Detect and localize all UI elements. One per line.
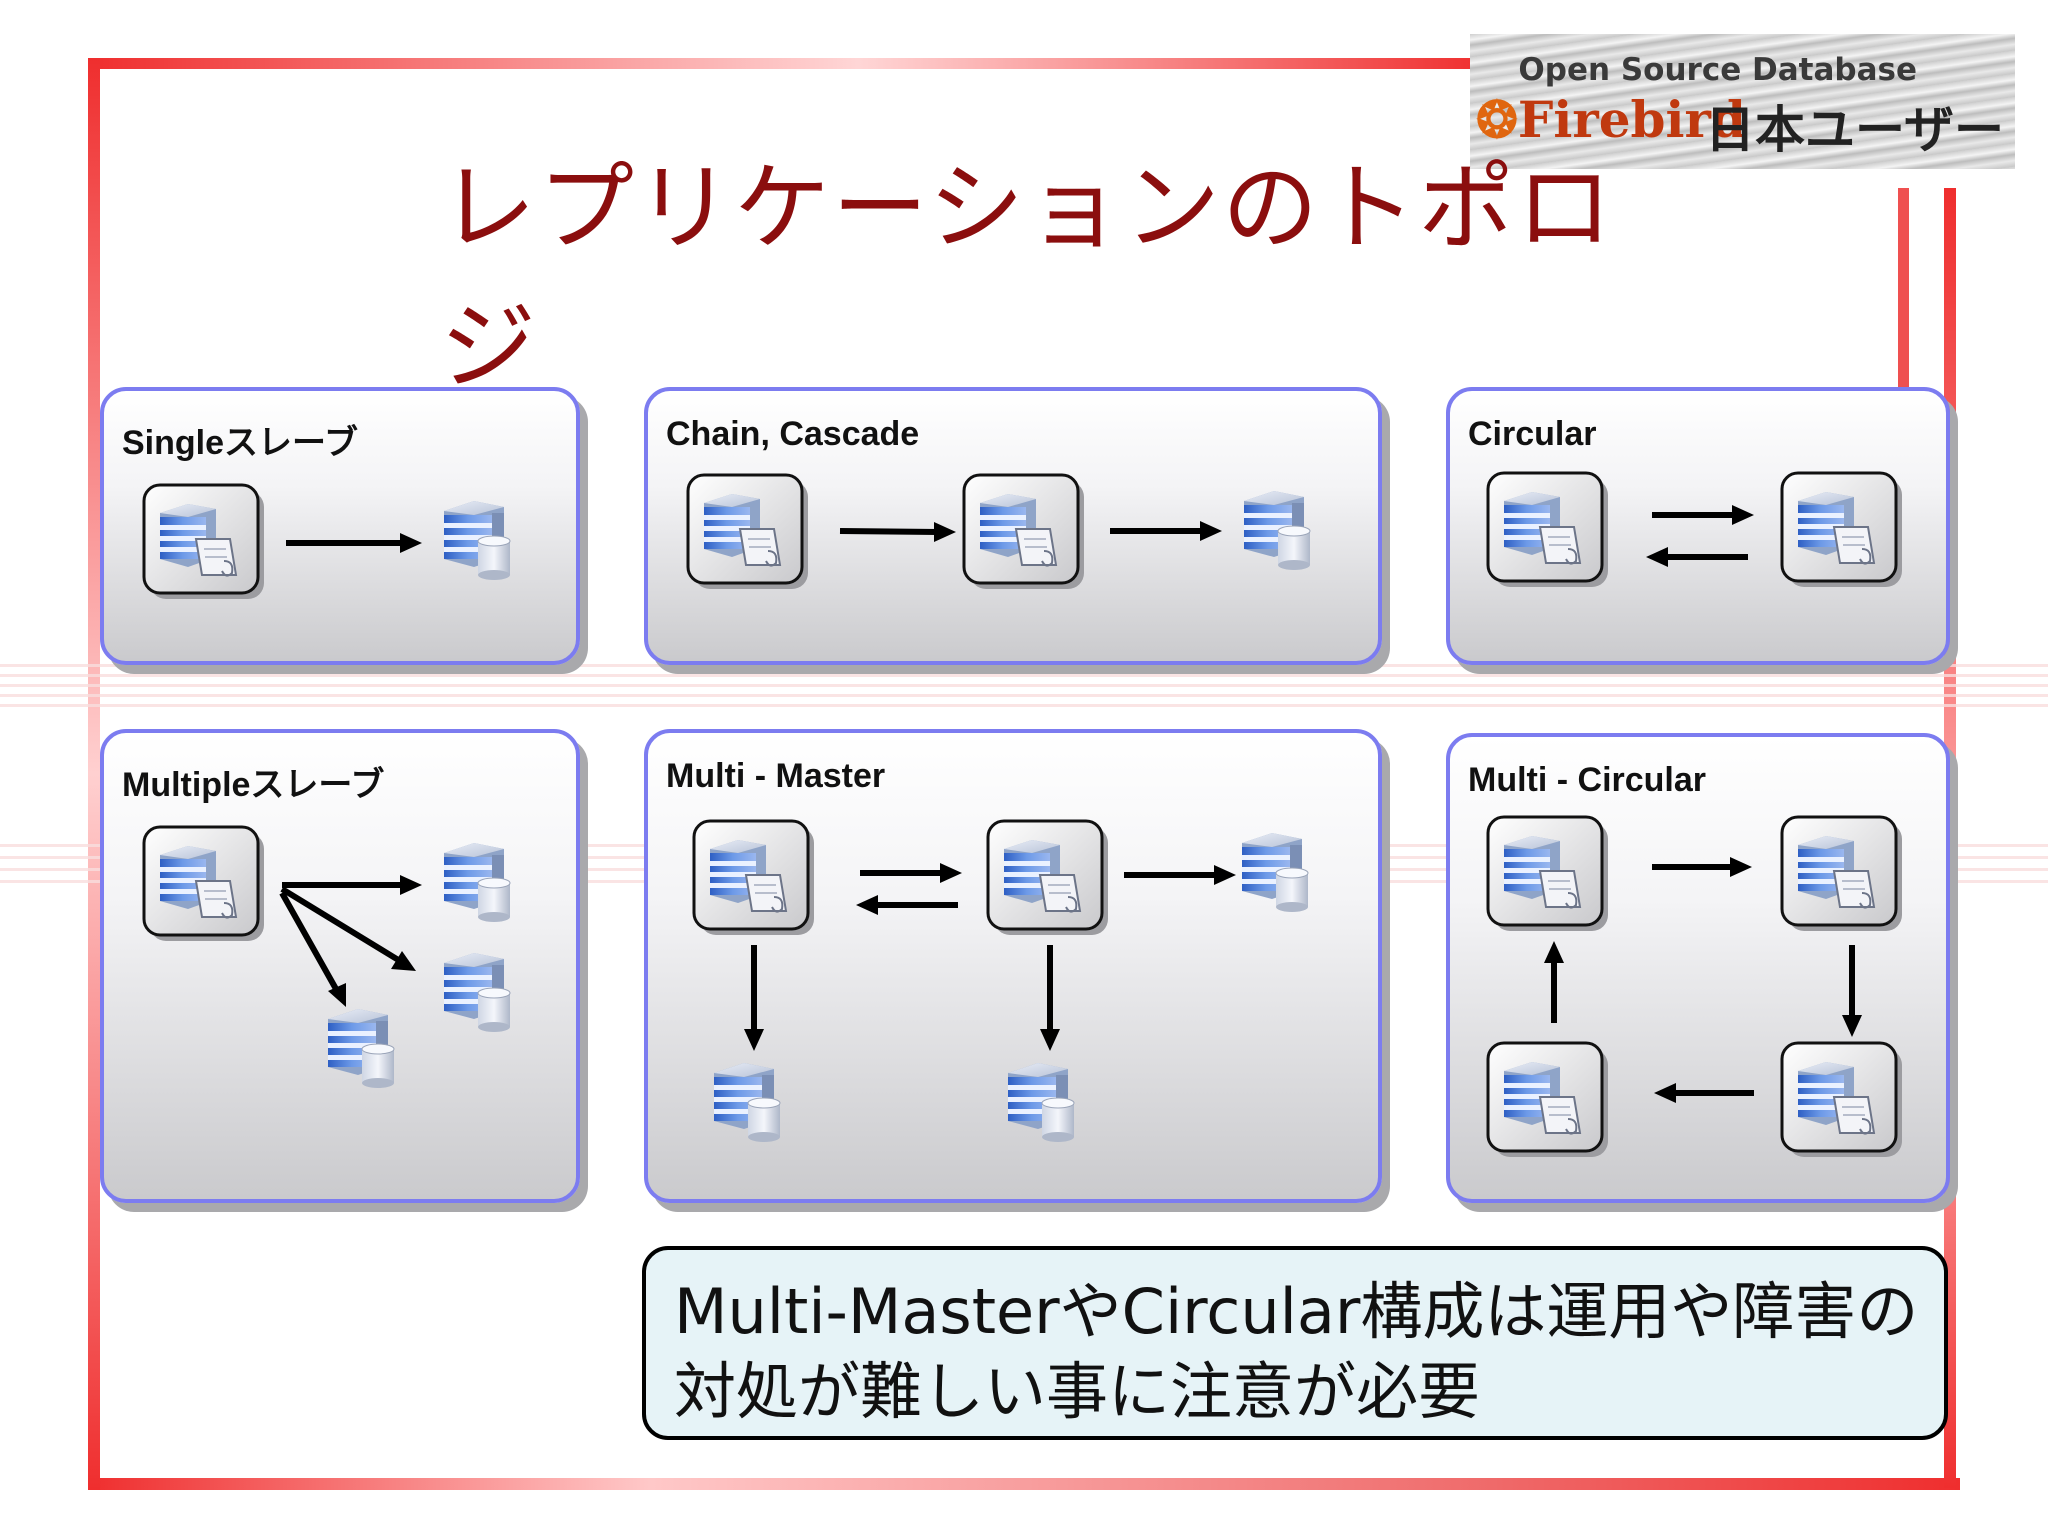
note-box: Multi-MasterやCircular構成は運用や障害の対処が難しい事に注意… — [642, 1246, 1948, 1440]
replica-db-icon — [1241, 832, 1309, 913]
panel-multi-circular: Multi - Circular — [1446, 733, 1950, 1203]
topology-multi-circular — [1486, 815, 1904, 1159]
master-db-icon — [692, 819, 816, 937]
master-db-icon — [1486, 815, 1610, 933]
master-db-icon — [1780, 471, 1904, 589]
replica-db-icon — [713, 1062, 781, 1143]
panel-label: Chain, Cascade — [666, 415, 920, 453]
master-db-icon — [142, 825, 266, 943]
topology-chain-cascade — [686, 473, 1311, 591]
topology-multi-master — [692, 819, 1309, 1143]
replica-db-icon — [443, 842, 511, 923]
panel-multi-master: Multi - Master — [644, 729, 1382, 1203]
panel-chain-cascade: Chain, Cascade — [644, 387, 1382, 665]
master-db-icon — [1486, 471, 1610, 589]
replica-db-icon — [1007, 1062, 1075, 1143]
replication-arrow — [280, 886, 402, 964]
panel-single-slave: Singleスレーブ — [100, 387, 580, 665]
panel-label: Multi - Master — [666, 757, 886, 795]
replication-arrow — [279, 891, 339, 991]
master-db-icon — [1486, 1041, 1610, 1159]
panel-multiple-slaves: Multipleスレーブ — [100, 729, 580, 1203]
topology-multiple-slaves — [142, 825, 511, 1089]
panel-label: Circular — [1468, 415, 1597, 453]
replica-db-icon — [1243, 490, 1311, 571]
relay-db-icon — [962, 473, 1086, 591]
master-db-icon — [986, 819, 1110, 937]
panel-label: Singleスレーブ — [122, 424, 358, 462]
panel-label: Multi - Circular — [1468, 761, 1707, 799]
replica-db-icon — [327, 1008, 395, 1089]
slide-title: レプリケーションのトポロジ — [440, 152, 1615, 403]
topology-circular — [1486, 471, 1904, 589]
firebird-logo: Open Source Database ❂Firebird 日本ユーザー会 — [1470, 34, 2015, 169]
topology-single-slave — [142, 483, 511, 601]
panel-circular: Circular — [1446, 387, 1950, 665]
flame-icon: ❂ — [1476, 90, 1518, 149]
note-text: Multi-MasterやCircular構成は運用や障害の対処が難しい事に注意… — [674, 1275, 1919, 1428]
replication-arrow — [839, 528, 939, 535]
replica-db-icon — [443, 952, 511, 1033]
replica-db-icon — [443, 500, 511, 581]
master-db-icon — [142, 483, 266, 601]
master-db-icon — [1780, 1041, 1904, 1159]
logo-group-name: 日本ユーザー会 — [1705, 100, 2004, 159]
logo-tagline: Open Source Database — [1518, 52, 1917, 88]
panel-label: Multipleスレーブ — [122, 766, 385, 804]
master-db-icon — [1780, 815, 1904, 933]
logo-brand: ❂Firebird — [1476, 90, 1746, 149]
master-db-icon — [686, 473, 810, 591]
